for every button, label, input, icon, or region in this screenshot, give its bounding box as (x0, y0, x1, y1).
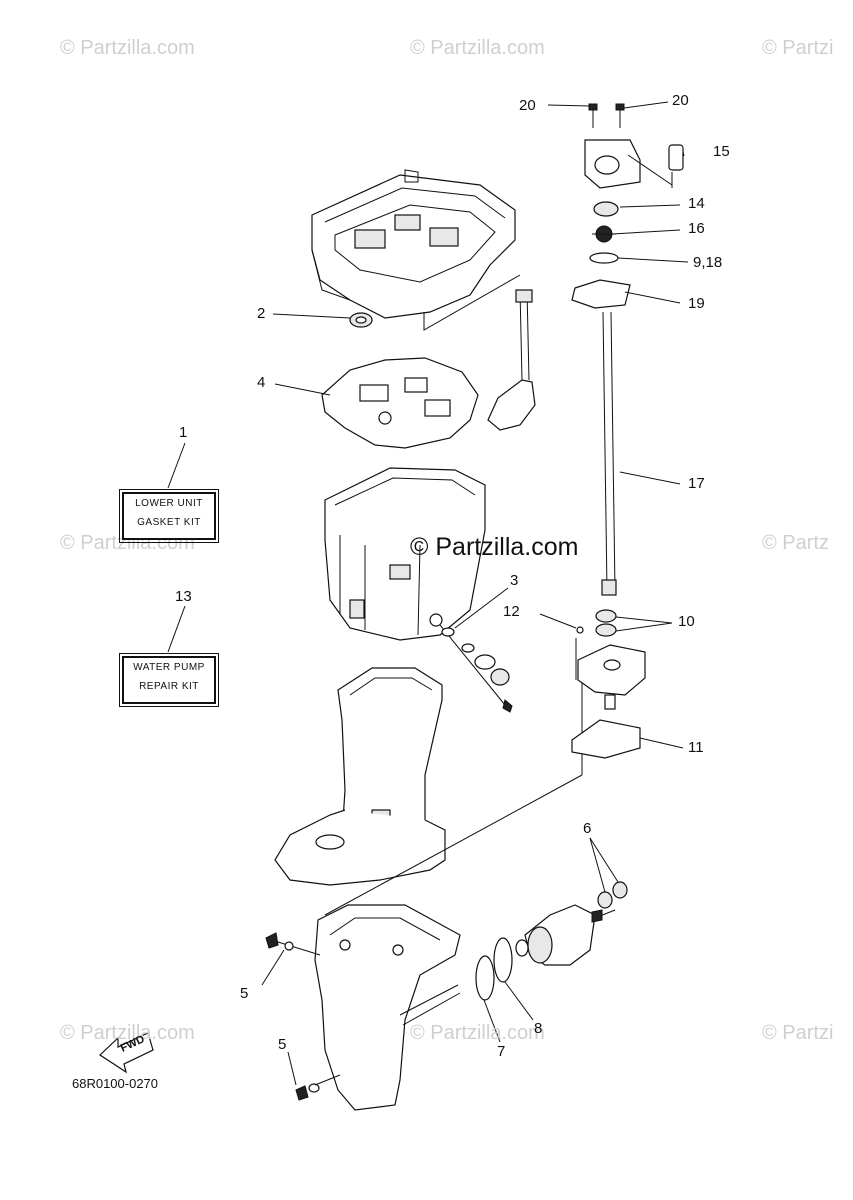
water-pump-repair-kit-label: WATER PUMP REPAIR KIT (119, 653, 219, 707)
lower-unit-gasket-kit-label: LOWER UNIT GASKET KIT (119, 489, 219, 543)
upper-casing (311, 169, 516, 319)
callout-15: 15 (713, 143, 730, 160)
drive-shaft-part-17 (601, 311, 617, 596)
water-pump-bolts-part-20 (588, 103, 625, 128)
insert-cartridge-part-14 (593, 201, 619, 217)
callout-9-18: 9,18 (693, 254, 723, 271)
diagram-reference-number: 68R0100-0270 (72, 1076, 159, 1091)
outer-plate-cartridge-part-19 (571, 279, 631, 309)
kit-label-line: GASKET KIT (137, 517, 201, 528)
gasket-part-9-18 (589, 252, 619, 264)
watermark: © Partzilla.com (60, 37, 195, 59)
dowel-pin-part-12 (576, 626, 584, 634)
callout-1: 1 (179, 424, 188, 441)
exhaust-housing (324, 467, 486, 641)
kit-label-line: WATER PUMP (133, 662, 205, 673)
kit-label-line: LOWER UNIT (135, 498, 203, 509)
oil-seal-housing (575, 638, 646, 710)
bolt-part-5-lower (295, 1074, 341, 1101)
water-tube-part-15 (668, 144, 684, 171)
callout-leaders (167, 101, 689, 1086)
drive-shaft-housing (274, 667, 446, 886)
gasket-part-4 (321, 357, 479, 449)
water-inlet-fittings (439, 624, 513, 713)
watermark: © Partz (762, 532, 829, 554)
watermark: © Partzilla.com (60, 1022, 195, 1044)
callout-5: 5 (278, 1036, 287, 1053)
callout-16: 16 (688, 220, 705, 237)
callout-11: 11 (688, 739, 704, 756)
propeller-shaft-housing (515, 904, 596, 966)
shift-rod-assembly (487, 289, 536, 431)
callout-12: 12 (503, 603, 520, 620)
callout-6: 6 (583, 820, 592, 837)
water-pump-housing (584, 139, 673, 189)
watermark: © Partzi (762, 37, 834, 59)
callout-17: 17 (688, 475, 705, 492)
watermark: © Partzi (762, 1022, 834, 1044)
callout-4: 4 (257, 374, 266, 391)
watermark-center: © Partzilla.com (410, 533, 579, 561)
gear-case (314, 904, 461, 1111)
callout-8: 8 (534, 1020, 543, 1037)
o-ring-part-8 (493, 937, 513, 983)
oil-seal-part-10 (595, 609, 617, 637)
callout-2: 2 (257, 305, 266, 322)
gasket-part-11 (571, 719, 641, 759)
washer-part-6 (591, 881, 628, 923)
callout-10: 10 (678, 613, 695, 630)
bolt-part-5-upper (265, 932, 321, 956)
fwd-arrow (99, 1032, 154, 1074)
kit-label-line: REPAIR KIT (139, 681, 199, 692)
watermark: © Partzilla.com (410, 1022, 545, 1044)
callout-20: 20 (672, 92, 689, 109)
watermark: © Partzilla.com (410, 37, 545, 59)
callout-5: 5 (240, 985, 249, 1002)
oil-seal-part-2 (349, 312, 373, 328)
callout-14: 14 (688, 195, 705, 212)
callout-3: 3 (510, 572, 519, 589)
callout-20: 20 (519, 97, 536, 114)
callout-13: 13 (175, 588, 192, 605)
callout-7: 7 (497, 1043, 506, 1060)
callout-19: 19 (688, 295, 705, 312)
o-ring-part-7 (475, 955, 495, 1001)
